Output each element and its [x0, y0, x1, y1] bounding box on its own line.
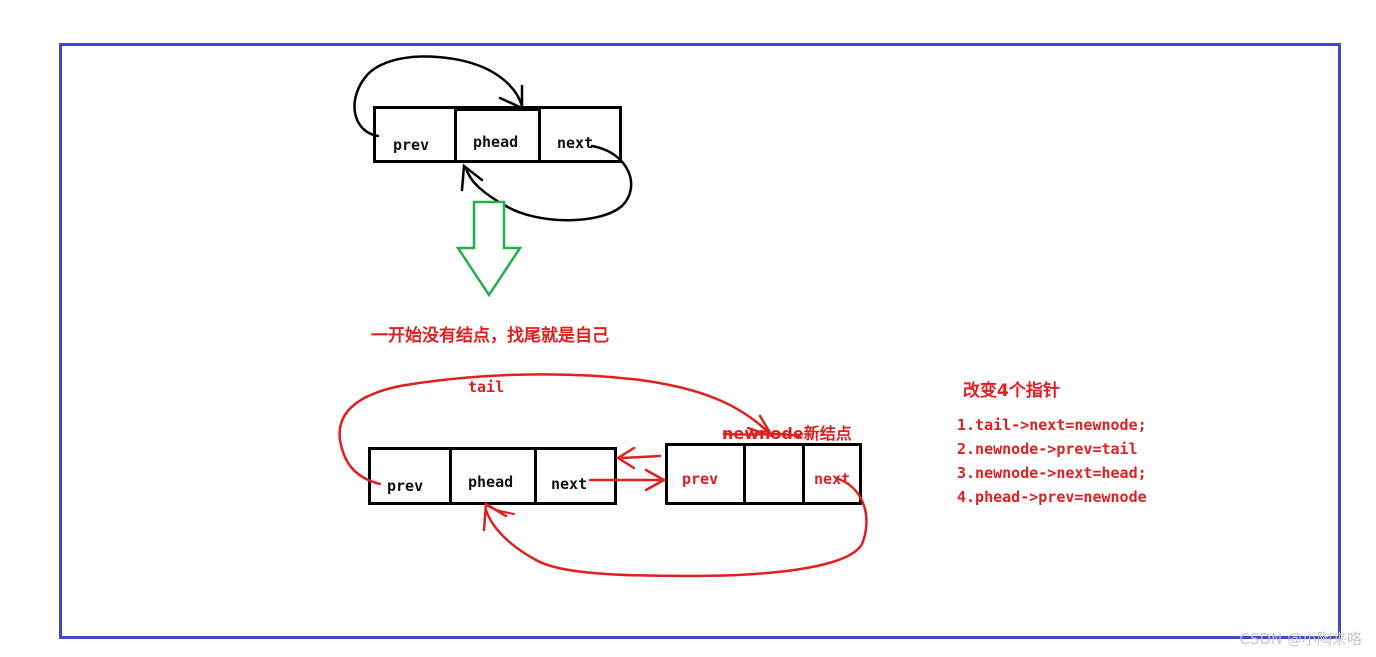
change-title: 改变4个指针: [963, 381, 1060, 401]
top-prev-loop: [353, 55, 524, 138]
top-next-cell: next: [538, 106, 622, 163]
new-prev-label: prev: [682, 470, 719, 488]
bottom-phead-label: phead: [468, 473, 514, 491]
new-next-cell: next: [802, 443, 862, 505]
watermark: CSDN @小陶来咯: [1239, 630, 1362, 648]
phead-bottom-hook: [487, 505, 515, 515]
tail-loop-head: [746, 414, 775, 439]
next-to-newprev-head: [644, 468, 667, 492]
new-next-label: next: [814, 470, 851, 488]
down-arrow: [455, 200, 523, 298]
phead-loop-head: [482, 501, 508, 532]
bottom-prev-label: prev: [387, 477, 424, 495]
top-phead-label: phead: [473, 133, 519, 151]
newprev-to-next-head: [615, 446, 636, 470]
top-next-label: next: [557, 134, 594, 152]
tail-label: tail: [468, 378, 505, 396]
newnode-underline: [722, 432, 802, 438]
tail-to-newnode-loop: [338, 373, 772, 486]
top-next-loop: [464, 144, 633, 222]
newprev-to-next: [620, 454, 662, 460]
diagram-frame: [59, 43, 1341, 639]
top-phead-cell: phead: [454, 106, 541, 163]
newnode-label: newnode新结点: [722, 424, 852, 443]
empty-list-note: 一开始没有结点，找尾就是自己: [371, 326, 609, 346]
step-3: 3.newnode->next=head;: [957, 464, 1147, 482]
step-1: 1.tail->next=newnode;: [957, 416, 1147, 434]
bottom-next-label: next: [551, 475, 588, 493]
newnext-to-phead-loop: [484, 476, 868, 578]
step-4: 4.phead->prev=newnode: [957, 488, 1147, 506]
top-prev-loop-head: [498, 84, 524, 110]
top-next-loop-head: [460, 163, 484, 192]
top-prev-label: prev: [393, 136, 430, 154]
step-2: 2.newnode->prev=tail: [957, 440, 1138, 458]
bottom-next-cell: next: [534, 447, 617, 505]
